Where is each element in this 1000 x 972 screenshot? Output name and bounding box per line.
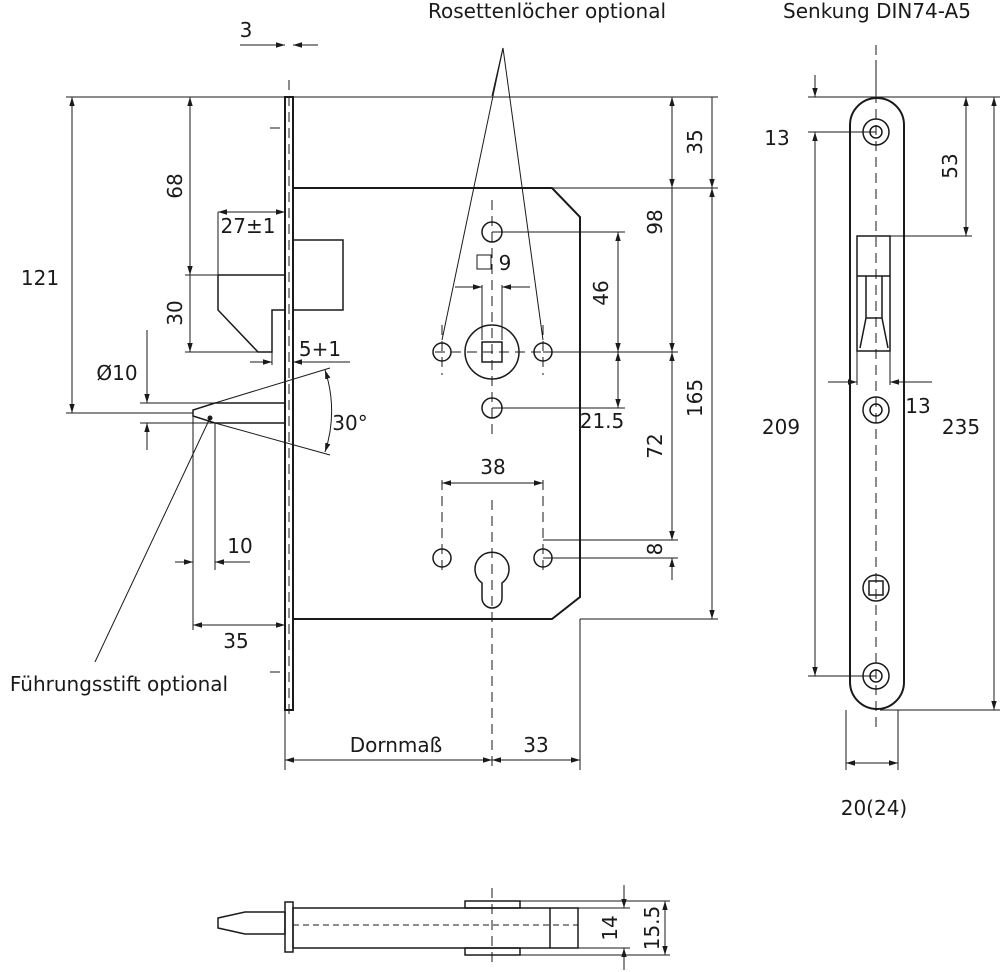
dim-53: 53 [938, 153, 962, 178]
guide-pin-leader [94, 415, 213, 663]
dim-121: 121 [21, 266, 59, 290]
countersink-label: Senkung DIN74-A5 [783, 0, 971, 23]
dim-209: 209 [762, 415, 800, 439]
dim-angle: 30° [332, 411, 367, 435]
dim-dia10: Ø10 [96, 361, 137, 385]
dim-30: 30 [163, 300, 187, 325]
dim-33: 33 [523, 733, 548, 757]
dim-20-24: 20(24) [841, 796, 908, 820]
guide-pin [192, 402, 286, 424]
dim-13-mid: 13 [905, 394, 930, 418]
dim-21-5: 21.5 [580, 409, 625, 433]
dim-8: 8 [643, 543, 667, 556]
faceplate-side-view [849, 45, 905, 728]
dim-5: 5+1 [299, 337, 341, 361]
dim-faceplate-thickness: 3 [240, 18, 253, 42]
dim-9: 9 [499, 251, 512, 275]
dim-14: 14 [598, 915, 622, 940]
side-view-dimensions [808, 60, 1000, 770]
dimension-lines [66, 42, 718, 770]
rosette-label: Rosettenlöcher optional [428, 0, 666, 23]
dim-35-left: 35 [223, 629, 248, 653]
dim-98: 98 [643, 209, 667, 234]
backset-label: Dornmaß [350, 733, 443, 757]
dim-235: 235 [942, 415, 980, 439]
center-lines [270, 80, 555, 770]
lock-case [293, 187, 581, 620]
dim-46: 46 [589, 280, 613, 305]
dim-13-top: 13 [764, 126, 789, 150]
dim-72: 72 [643, 433, 667, 458]
dim-68: 68 [163, 173, 187, 198]
latch-bolt [217, 239, 344, 353]
dim-10: 10 [227, 534, 252, 558]
guide-pin-label: Führungsstift optional [10, 672, 228, 696]
dim-27: 27±1 [221, 214, 276, 238]
dim-15-5: 15.5 [640, 906, 664, 951]
dim-38: 38 [480, 455, 505, 479]
dim-165: 165 [683, 379, 707, 417]
cylinder-cutout [474, 551, 510, 609]
bolt-detail [217, 885, 670, 970]
dim-35-right: 35 [683, 129, 707, 154]
square-symbol [476, 254, 492, 270]
